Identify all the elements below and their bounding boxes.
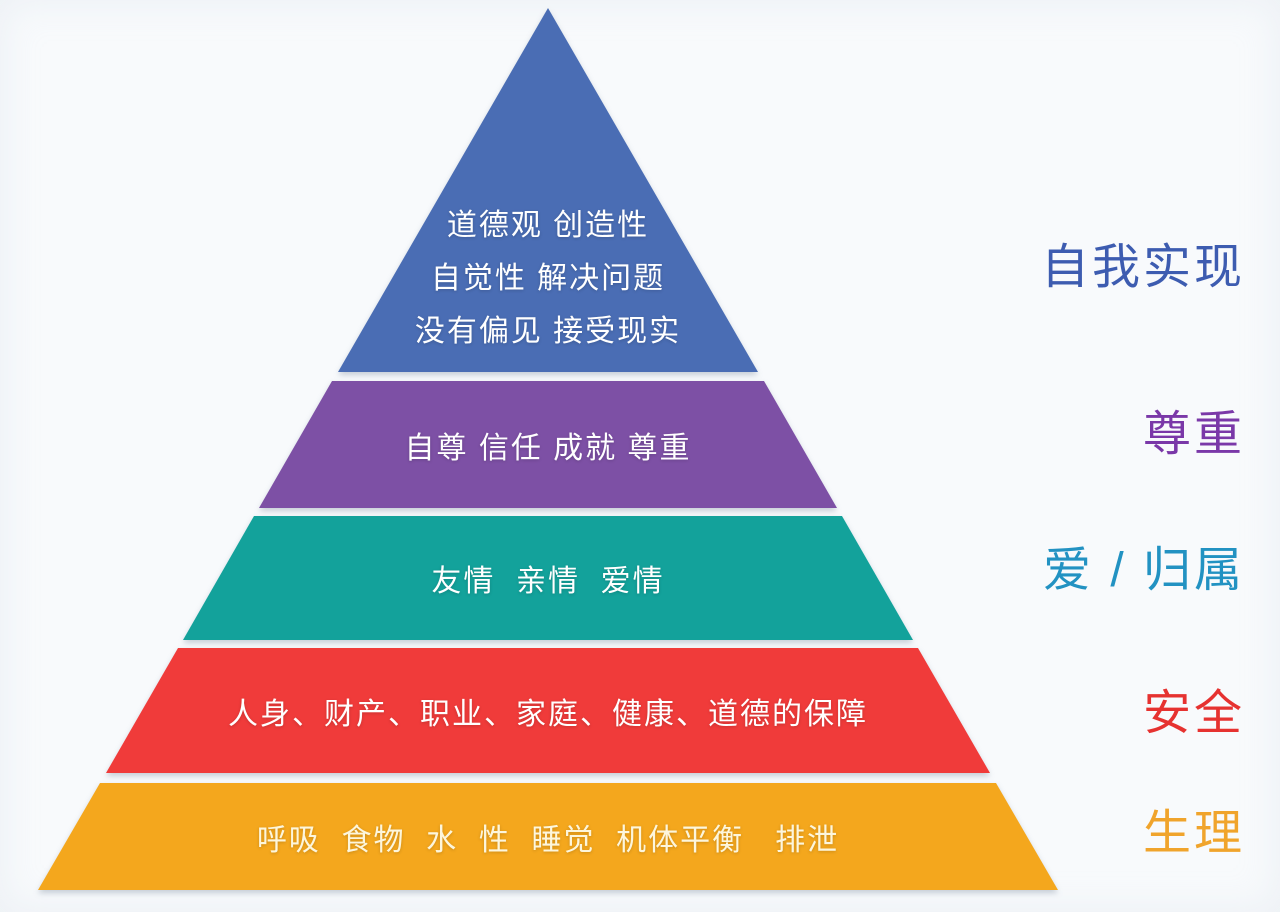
pyramid-level-self-actualization: 道德观 创造性 自觉性 解决问题 没有偏见 接受现实 — [338, 8, 758, 372]
level-text-line: 友情 亲情 爱情 — [431, 565, 665, 598]
level-text-line: 自觉性 解决问题 — [430, 262, 666, 295]
side-label-esteem: 尊重 — [1142, 408, 1245, 461]
pyramid-level-physiological: 呼吸 食物 水 性 睡觉 机体平衡 排泄 — [38, 783, 1058, 890]
level-shape-physiological: 呼吸 食物 水 性 睡觉 机体平衡 排泄 — [38, 783, 1058, 890]
level-text-line: 自尊 信任 成就 尊重 — [404, 431, 692, 465]
level-text-line: 没有偏见 接受现实 — [414, 315, 682, 348]
pyramid-level-love-belonging: 友情 亲情 爱情 — [183, 516, 913, 640]
level-text-line: 人身、财产、职业、家庭、健康、道德的保障 — [228, 697, 868, 731]
level-shape-safety: 人身、财产、职业、家庭、健康、道德的保障 — [106, 648, 990, 773]
side-label-physiological: 生理 — [1142, 807, 1245, 860]
side-label-safety: 安全 — [1142, 687, 1245, 740]
level-text-line: 呼吸 食物 水 性 睡觉 机体平衡 排泄 — [256, 823, 840, 857]
side-label-love-belonging: 爱 / 归属 — [1042, 544, 1245, 597]
level-shape-love-belonging: 友情 亲情 爱情 — [183, 516, 913, 640]
level-shape-self-actualization: 道德观 创造性 自觉性 解决问题 没有偏见 接受现实 — [338, 8, 758, 372]
level-text-line: 道德观 创造性 — [446, 209, 650, 242]
side-label-self-actualization: 自我实现 — [1040, 241, 1245, 294]
pyramid-level-esteem: 自尊 信任 成就 尊重 — [259, 381, 837, 508]
pyramid-level-safety: 人身、财产、职业、家庭、健康、道德的保障 — [106, 648, 990, 773]
level-shape-esteem: 自尊 信任 成就 尊重 — [259, 381, 837, 508]
